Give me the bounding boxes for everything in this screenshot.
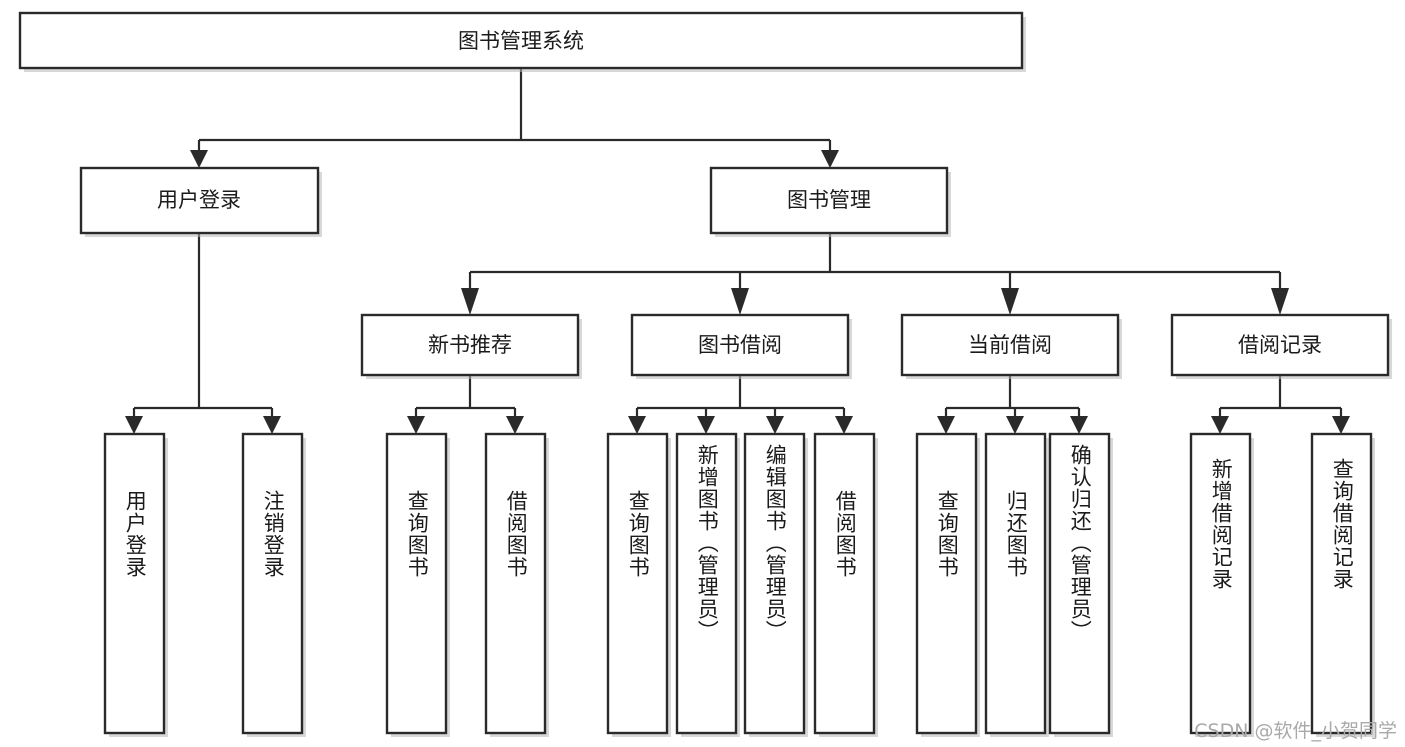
arrow-head-current-borrow [1001, 288, 1019, 315]
leaf-box-add-record[interactable] [1189, 432, 1252, 735]
arrow-head-book-manage [821, 150, 839, 168]
leaf-box-borrow-book-1[interactable] [484, 432, 547, 735]
connector-layer [125, 68, 1350, 434]
node-borrow-record[interactable]: 借阅记录 [1170, 313, 1392, 379]
leaf-node-query-record[interactable] [1310, 432, 1375, 737]
leaf-box-user-login[interactable] [103, 432, 166, 735]
connector-bookborrow-to-leaves [635, 375, 846, 418]
node-current-borrow-label: 当前借阅 [968, 333, 1052, 357]
leaf-box-edit-book[interactable] [743, 432, 806, 735]
arrow-head-leaf-add-record [1211, 416, 1229, 434]
node-new-book-recommend[interactable]: 新书推荐 [360, 313, 582, 379]
node-book-manage-box[interactable] [709, 166, 949, 235]
leaf-node-borrow-book-2[interactable] [813, 432, 878, 737]
node-book-manage[interactable]: 图书管理 [709, 166, 951, 237]
node-borrow-record-box[interactable] [1170, 313, 1390, 377]
node-book-borrow-label: 图书借阅 [698, 333, 782, 357]
node-root[interactable]: 图书管理系统 [18, 11, 1026, 72]
leaf-node-edit-book[interactable] [743, 432, 808, 737]
node-user-login[interactable]: 用户登录 [79, 166, 322, 237]
arrow-head-borrow-record [1271, 288, 1289, 315]
leaf-box-add-book[interactable] [675, 432, 738, 735]
leaf-node-return-book[interactable] [984, 432, 1049, 737]
node-user-login-label: 用户登录 [157, 188, 241, 212]
connector-borrowrecord-to-leaves [1218, 375, 1343, 418]
leaf-box-query-book-3[interactable] [915, 432, 978, 735]
node-book-borrow-box[interactable] [630, 313, 850, 377]
arrow-head-leaf-edit-book [766, 416, 784, 434]
node-book-borrow[interactable]: 图书借阅 [630, 313, 852, 379]
leaf-node-borrow-book-1[interactable] [484, 432, 549, 737]
leaf-node-query-book-2[interactable] [606, 432, 671, 737]
node-current-borrow-box[interactable] [900, 313, 1120, 377]
connector-newbook-to-leaves [414, 375, 517, 418]
node-new-book-recommend-box[interactable] [360, 313, 580, 377]
arrow-head-leaf-query-book-1 [407, 416, 425, 434]
arrow-head-leaf-user-login [125, 416, 143, 434]
leaf-box-query-record[interactable] [1310, 432, 1373, 735]
arrow-head-user-login [190, 150, 208, 168]
arrow-head-leaf-return-book [1006, 416, 1024, 434]
leaf-node-query-book-1[interactable] [385, 432, 450, 737]
leaf-node-query-book-3[interactable] [915, 432, 980, 737]
leaf-box-return-book[interactable] [984, 432, 1047, 735]
arrow-head-new-book-rec [461, 288, 479, 315]
leaf-box-layer [103, 432, 1375, 737]
leaf-node-user-login[interactable] [103, 432, 168, 737]
node-current-borrow[interactable]: 当前借阅 [900, 313, 1122, 379]
arrow-head-leaf-query-book-2 [628, 416, 646, 434]
leaf-box-confirm-return[interactable] [1048, 432, 1111, 735]
arrow-head-leaf-confirm-return [1070, 416, 1088, 434]
leaf-node-add-book[interactable] [675, 432, 740, 737]
node-new-book-recommend-label: 新书推荐 [428, 333, 512, 357]
leaf-box-query-book-1[interactable] [385, 432, 448, 735]
arrow-head-book-borrow [731, 288, 749, 315]
node-book-manage-label: 图书管理 [787, 188, 871, 212]
node-borrow-record-label: 借阅记录 [1238, 333, 1322, 357]
connector-bookmanage-to-level2 [468, 233, 1282, 290]
arrow-head-leaf-add-book [697, 416, 715, 434]
arrow-head-leaf-query-book-3 [937, 416, 955, 434]
leaf-box-logout[interactable] [241, 432, 304, 735]
arrow-head-leaf-borrow-book-1 [506, 416, 524, 434]
arrow-head-leaf-logout [263, 416, 281, 434]
node-root-label: 图书管理系统 [458, 29, 584, 53]
arrow-head-leaf-query-record [1332, 416, 1350, 434]
leaf-node-add-record[interactable] [1189, 432, 1254, 737]
leaf-box-query-book-2[interactable] [606, 432, 669, 735]
connector-currentborrow-to-leaves [944, 375, 1081, 418]
arrow-head-leaf-borrow-book-2 [835, 416, 853, 434]
node-user-login-box[interactable] [79, 166, 320, 235]
leaf-node-logout[interactable] [241, 432, 306, 737]
leaf-node-confirm-return[interactable] [1048, 432, 1113, 737]
connector-root-to-level1 [197, 68, 832, 152]
leaf-box-borrow-book-2[interactable] [813, 432, 876, 735]
connector-userlogin-to-leaves [132, 233, 274, 418]
node-root-box[interactable] [18, 11, 1024, 70]
